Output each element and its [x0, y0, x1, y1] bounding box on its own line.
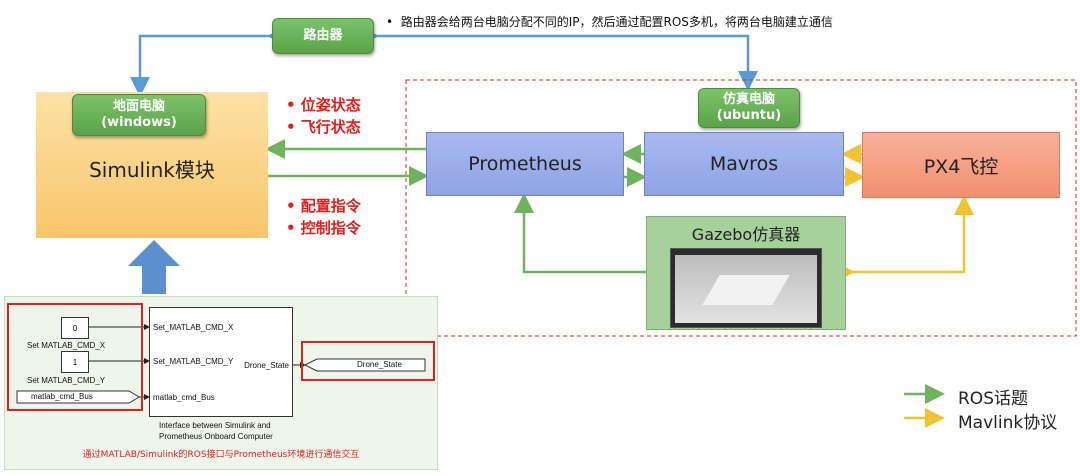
state-list: • 位姿状态 • 飞行状态 — [286, 94, 361, 138]
const-x-value: 0 — [72, 323, 78, 333]
prometheus-box: Prometheus — [426, 132, 624, 196]
cmd-item: • 控制指令 — [286, 219, 361, 237]
up-arrow — [128, 240, 180, 294]
sim-pc-line1: 仿真电脑 — [722, 92, 775, 107]
in-port-x: Set_MATLAB_CMD_X — [153, 323, 234, 332]
simulink-panel: 0 Set MATLAB_CMD_X 1 Set MATLAB_CMD_Y ma… — [4, 296, 438, 470]
cmd-item: • 配置指令 — [286, 197, 361, 215]
inputs-highlight — [7, 303, 143, 411]
sim-pc-badge: 仿真电脑 (ubuntu) — [698, 88, 800, 128]
ground-pc-badge: 地面电脑 (windows) — [72, 94, 206, 136]
router-link-right — [359, 26, 758, 91]
out-port: Drone_State — [244, 361, 289, 370]
router-box: 路由器 — [272, 18, 374, 54]
subsystem-caption-line2: Prometheus Onboard Computer — [159, 432, 273, 441]
interface-subsystem[interactable]: Set_MATLAB_CMD_X Set_MATLAB_CMD_Y matlab… — [149, 307, 293, 417]
gazebo-box: Gazebo仿真器 — [646, 216, 846, 330]
subsystem-caption: Interface between Simulink and Prometheu… — [159, 420, 273, 442]
gazebo-mavlink-link — [835, 195, 974, 282]
const-y-label: Set MATLAB_CMD_Y — [27, 376, 106, 385]
gazebo-ros-link — [514, 193, 646, 274]
panel-caption: 通过MATLAB/Simulink的ROS接口与Prometheus环境进行通信… — [82, 450, 360, 460]
router-link-left — [130, 26, 287, 97]
px4-box: PX4飞控 — [862, 132, 1060, 198]
bus-label[interactable]: matlab_cmd_Bus — [31, 392, 93, 401]
const-x-block[interactable]: 0 — [61, 317, 89, 339]
mavros-box: Mavros — [644, 132, 844, 196]
const-x-label: Set MATLAB_CMD_X — [27, 341, 106, 350]
in-port-bus: matlab_cmd_Bus — [153, 393, 215, 402]
note-bullet: • — [386, 15, 394, 29]
note-text: 路由器会给两台电脑分配不同的IP，然后通过配置ROS多机，将两台电脑建立通信 — [400, 15, 833, 29]
const-y-block[interactable]: 1 — [61, 351, 89, 373]
sim-pc-line2: (ubuntu) — [716, 108, 782, 123]
gazebo-label: Gazebo仿真器 — [691, 225, 801, 244]
panel-wires — [16, 324, 426, 404]
simulation-pc-region — [405, 79, 1077, 337]
state-item: • 飞行状态 — [286, 118, 361, 136]
subsystem-caption-line1: Interface between Simulink and — [159, 421, 271, 430]
const-y-value: 1 — [72, 357, 78, 367]
ground-pc-line2: (windows) — [101, 115, 177, 130]
cmd-list: • 配置指令 • 控制指令 — [286, 195, 361, 239]
ground-pc-line1: 地面电脑 — [112, 99, 165, 114]
state-item: • 位姿状态 — [286, 96, 361, 114]
simulink-label: Simulink模块 — [89, 157, 215, 182]
legend-mavlink: Mavlink协议 — [958, 413, 1058, 433]
router-note: • 路由器会给两台电脑分配不同的IP，然后通过配置ROS多机，将两台电脑建立通信 — [386, 13, 833, 30]
prometheus-label: Prometheus — [468, 153, 582, 175]
legend-ros: ROS话题 — [958, 389, 1028, 409]
in-port-y: Set_MATLAB_CMD_Y — [153, 357, 234, 366]
router-label: 路由器 — [303, 28, 343, 43]
gazebo-screenshot-image — [670, 248, 822, 328]
output-tag[interactable]: Drone_State — [357, 360, 402, 369]
mavros-label: Mavros — [709, 153, 779, 175]
px4-label: PX4飞控 — [923, 155, 999, 178]
output-highlight — [301, 341, 435, 381]
